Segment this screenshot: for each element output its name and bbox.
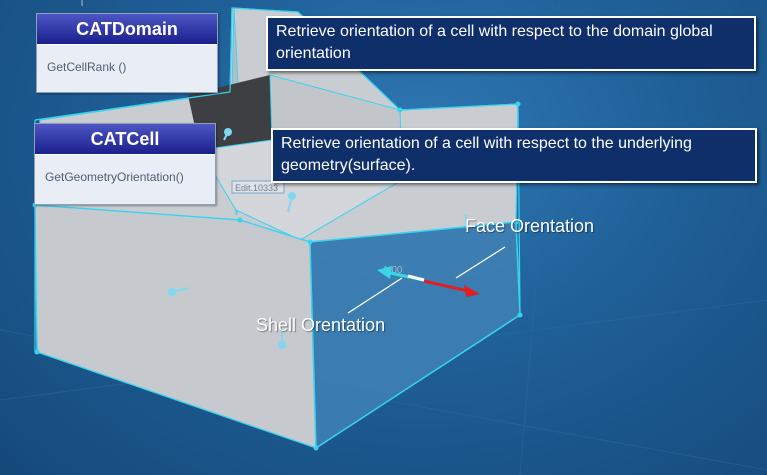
class-box-catdomain: CATDomain GetCellRank () xyxy=(36,13,218,93)
class-method-catcell: GetGeometryOrientation() xyxy=(45,170,184,184)
face-normal-glyphs xyxy=(168,128,467,349)
class-title-catdomain: CATDomain xyxy=(37,14,217,45)
face-orientation-leader xyxy=(455,246,506,279)
callout-geometry-orientation: Retrieve orientation of a cell with resp… xyxy=(271,128,757,183)
shell-orientation-leader xyxy=(347,277,403,314)
edge-tag-text: Edit.10333 xyxy=(235,183,278,193)
face-orientation-arrow xyxy=(423,279,480,297)
callout-domain-orientation: Retrieve orientation of a cell with resp… xyxy=(266,16,756,71)
face-orientation-label: Face Orentation xyxy=(465,216,595,236)
face-tag-text: 1.00 xyxy=(383,265,403,276)
class-box-catcell: CATCell GetGeometryOrientation() xyxy=(34,123,216,205)
edge-tag-box xyxy=(231,180,285,194)
class-method-catdomain: GetCellRank () xyxy=(47,60,127,74)
box-vertices xyxy=(32,101,523,451)
shell-orientation-label: Shell Orentation xyxy=(256,315,386,335)
shell-orientation-arrow xyxy=(377,266,425,282)
class-title-catcell: CATCell xyxy=(35,124,215,155)
